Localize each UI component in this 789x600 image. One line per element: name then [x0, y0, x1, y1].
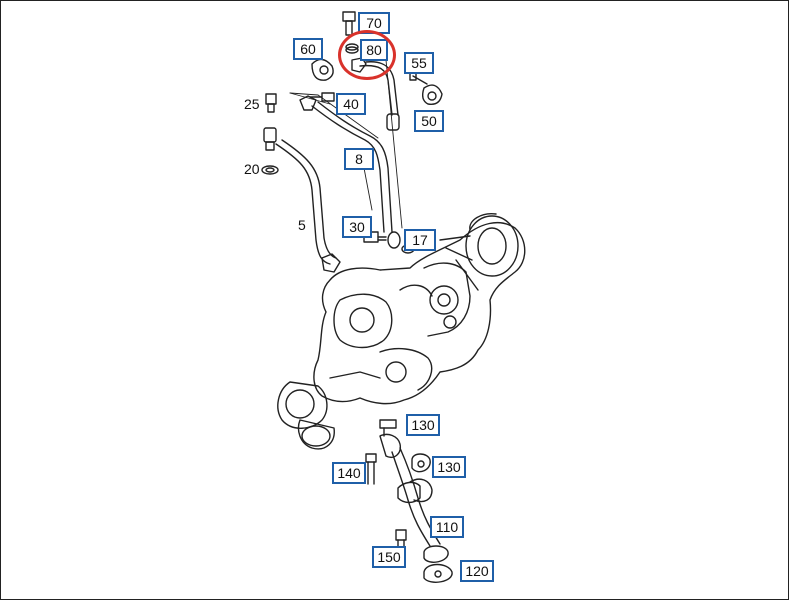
washer-20	[261, 165, 279, 175]
gasket-130b	[411, 453, 431, 473]
label-5: 5	[298, 217, 306, 233]
highlight-ring-80	[338, 30, 396, 80]
clip-130a	[379, 419, 397, 437]
callout-40[interactable]: 40	[336, 93, 366, 115]
gasket-120	[423, 563, 453, 583]
bolt-140	[365, 453, 377, 485]
callout-60[interactable]: 60	[293, 38, 323, 60]
oil-pipe-5	[275, 139, 341, 273]
callout-110[interactable]: 110	[430, 516, 464, 538]
callout-30[interactable]: 30	[342, 216, 372, 238]
bolt-40	[309, 92, 335, 102]
compressor-outlet	[277, 381, 335, 450]
callout-55[interactable]: 55	[404, 52, 434, 74]
callout-50[interactable]: 50	[414, 110, 444, 132]
callout-140[interactable]: 140	[332, 462, 366, 484]
flange-110-bottom	[423, 545, 449, 563]
callout-150[interactable]: 150	[372, 546, 406, 568]
label-25: 25	[244, 96, 260, 112]
callout-130-upper[interactable]: 130	[406, 414, 440, 436]
callout-17[interactable]: 17	[404, 229, 436, 251]
callout-70[interactable]: 70	[358, 12, 390, 34]
oil-pipe-8	[299, 95, 401, 249]
leader-lines	[289, 59, 403, 229]
callout-130-lower[interactable]: 130	[432, 456, 466, 478]
callout-8[interactable]: 8	[344, 148, 374, 170]
clamp-60	[311, 58, 334, 81]
turbocharger-body	[313, 213, 526, 405]
clamp-50	[421, 84, 443, 105]
label-20: 20	[244, 161, 260, 177]
bolt-25	[265, 93, 277, 113]
fitting-5-top	[263, 127, 277, 151]
callout-120[interactable]: 120	[460, 560, 494, 582]
bolt-70	[342, 11, 356, 36]
